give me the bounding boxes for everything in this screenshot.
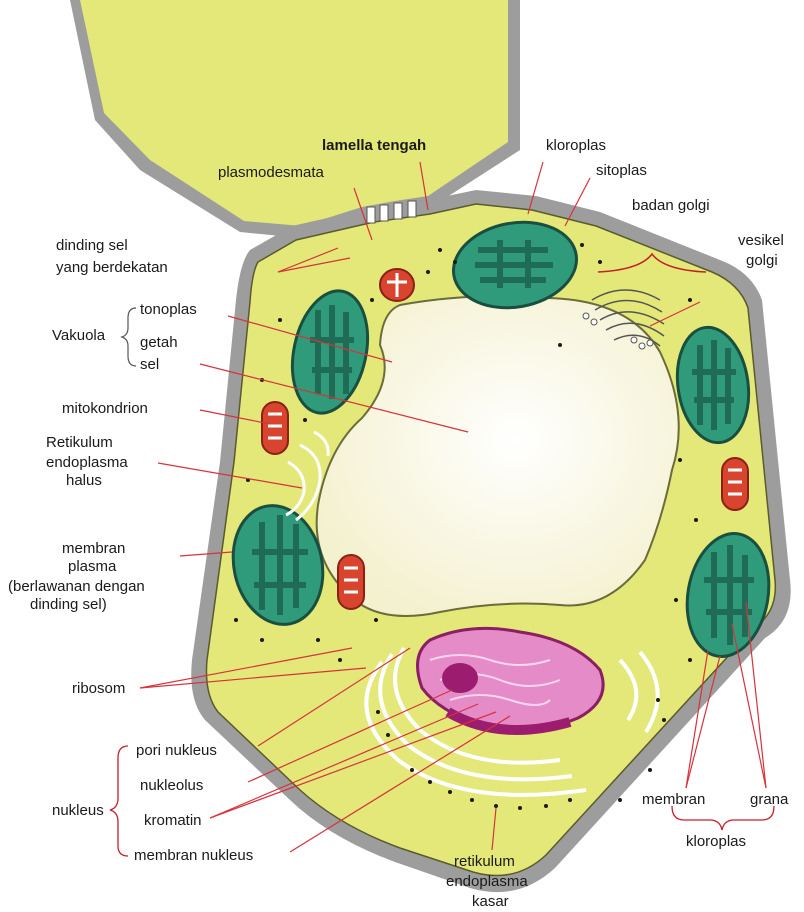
label-badan-golgi: badan golgi	[632, 197, 710, 214]
nukleus-bracket	[110, 746, 128, 856]
label-retikulum-kasar-3: kasar	[472, 893, 509, 910]
label-dinding-1: dinding sel	[56, 237, 128, 254]
label-membran-plasma-3: (berlawanan dengan	[8, 578, 145, 595]
label-mitokondrion: mitokondrion	[62, 400, 148, 417]
label-retikulum-halus-2: endoplasma	[46, 454, 128, 471]
label-pori-nukleus: pori nukleus	[136, 742, 217, 759]
label-vesikel-2: golgi	[746, 252, 778, 269]
label-lamella-tengah: lamella tengah	[322, 137, 426, 154]
label-vesikel-1: vesikel	[738, 232, 784, 249]
label-retikulum-kasar-2: endoplasma	[446, 873, 528, 890]
label-nukleus: nukleus	[52, 802, 104, 819]
label-kromatin: kromatin	[144, 812, 202, 829]
label-grana: grana	[750, 791, 789, 808]
kloroplas-bracket	[672, 806, 774, 830]
label-ribosom: ribosom	[72, 680, 125, 697]
label-retikulum-halus-3: halus	[66, 472, 102, 489]
label-plasmodesmata: plasmodesmata	[218, 164, 325, 181]
nucleolus-shape	[442, 663, 478, 693]
label-kloroplas-bottom: kloroplas	[686, 833, 746, 850]
label-dinding-2: yang berdekatan	[56, 259, 168, 276]
label-membran-plasma-2: plasma	[68, 558, 117, 575]
mitochondrion-right	[722, 458, 748, 510]
label-sitoplas: sitoplas	[596, 162, 647, 179]
label-tonoplas: tonoplas	[140, 301, 197, 318]
label-retikulum-halus-1: Retikulum	[46, 434, 113, 451]
label-membran-plasma-1: membran	[62, 540, 125, 557]
mitochondrion-left	[262, 402, 288, 454]
label-membran-nukleus: membran nukleus	[134, 847, 253, 864]
label-vakuola: Vakuola	[52, 327, 106, 344]
mitochondrion-top	[380, 269, 414, 301]
label-retikulum-kasar-1: retikulum	[454, 853, 515, 870]
mitochondrion-left-lower	[338, 555, 364, 609]
label-getah-2: sel	[140, 356, 159, 373]
label-membran-kloroplas: membran	[642, 791, 705, 808]
label-getah-1: getah	[140, 334, 178, 351]
label-membran-plasma-4: dinding sel)	[30, 596, 107, 613]
label-nukleolus: nukleolus	[140, 777, 203, 794]
vakuola-bracket	[122, 308, 136, 366]
label-kloroplas-top: kloroplas	[546, 137, 606, 154]
